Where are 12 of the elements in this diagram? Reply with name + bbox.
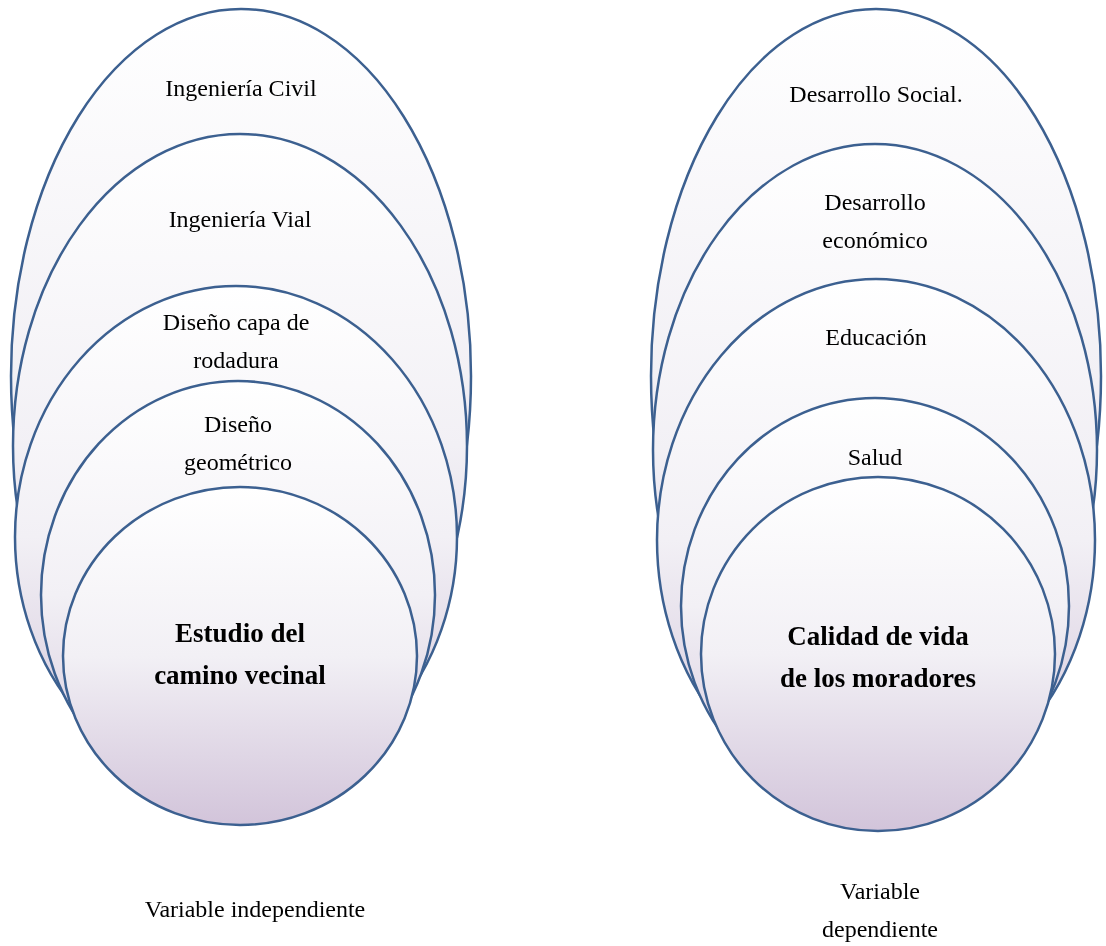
ellipse-label: Desarrollo Social. <box>788 80 964 109</box>
ellipse-label: Ingeniería Civil <box>164 74 318 103</box>
ellipse-label: Diseño geométrico <box>183 410 293 477</box>
ellipse-label: Diseño capa de rodadura <box>161 308 311 375</box>
variable-caption: Variable independiente <box>143 895 367 924</box>
ellipse-label: Desarrollo económico <box>821 188 929 255</box>
variable-caption: Variable dependiente <box>821 877 939 944</box>
ellipse-label: Ingeniería Vial <box>167 205 313 234</box>
ellipse-label: Educación <box>824 323 928 352</box>
ellipse-label: Salud <box>846 443 904 472</box>
ellipse-label: Calidad de vida de los moradores <box>779 620 977 695</box>
ellipse-label: Estudio del camino vecinal <box>153 617 327 692</box>
